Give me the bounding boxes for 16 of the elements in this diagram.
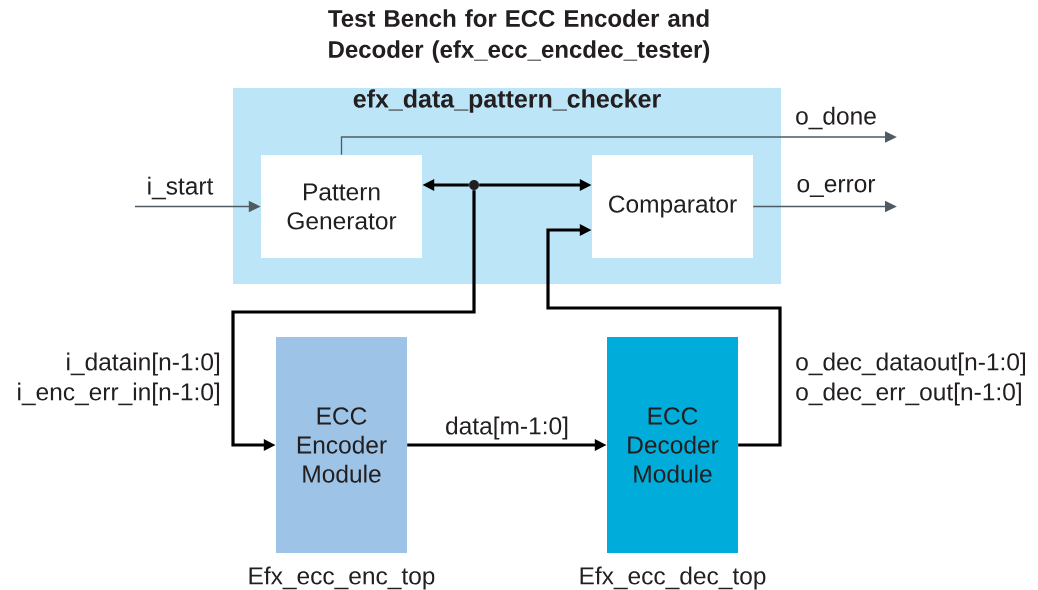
signal-label: o_dec_dataout[n-1:0] o_dec_err_out[n-1:0] — [796, 352, 1025, 406]
module-name: Efx_ecc_enc_top — [249, 566, 435, 590]
signal-label: o_error — [797, 179, 876, 197]
arrow — [231, 190, 476, 451]
signal-label: i_datain[n-1:0] i_enc_err_in[n-1:0] — [18, 352, 220, 406]
title: Test Bench for ECC Encoder and Decoder (efx_ecc_encdec_tester) — [328, 9, 710, 63]
process-box: Comparator — [592, 155, 753, 258]
arrow — [340, 131, 897, 156]
module-box: ECC Encoder Module — [276, 337, 407, 553]
signal-label: o_done — [796, 106, 876, 130]
module-name: Efx_ecc_dec_top — [580, 566, 766, 590]
signal-label: data[m-1:0] — [446, 416, 568, 440]
signal-label: i_start — [148, 176, 214, 200]
module-box: ECC Decoder Module — [607, 337, 738, 553]
arrow — [546, 224, 782, 447]
process-box: Pattern Generator — [261, 155, 422, 258]
